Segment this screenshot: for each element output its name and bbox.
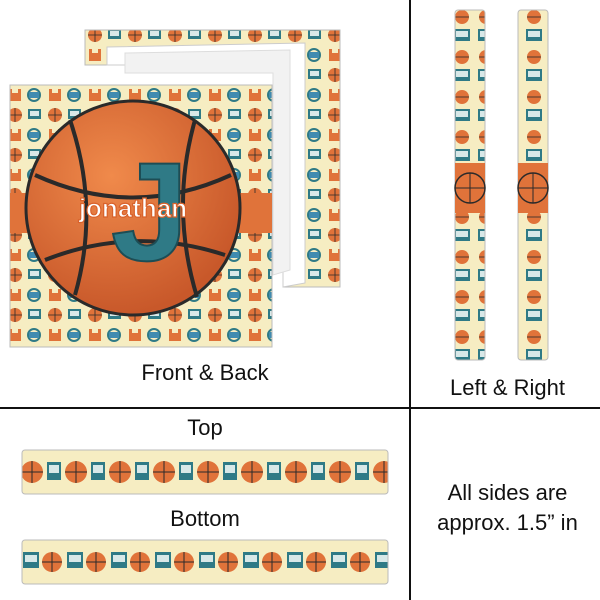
left-right-label: Left & Right xyxy=(450,375,565,400)
front-back-canvas-image: J jonathan xyxy=(5,25,350,350)
bottom-strip-image xyxy=(20,538,390,588)
all-sides-note: All sides are approx. 1.5” in xyxy=(420,478,595,538)
top-strip-image xyxy=(20,448,390,498)
divider-horizontal xyxy=(0,407,600,409)
name-text: jonathan xyxy=(78,193,187,223)
all-sides-line-2: approx. 1.5” in xyxy=(437,510,578,535)
left-strip xyxy=(454,9,486,361)
initial-letter: J xyxy=(111,133,189,290)
front-back-label: Front & Back xyxy=(141,360,269,385)
divider-vertical xyxy=(409,0,411,600)
top-label: Top xyxy=(187,415,223,440)
all-sides-line-1: All sides are xyxy=(447,480,568,505)
bottom-label: Bottom xyxy=(170,506,240,531)
left-right-strips-image xyxy=(450,8,560,363)
right-strip xyxy=(517,9,549,361)
